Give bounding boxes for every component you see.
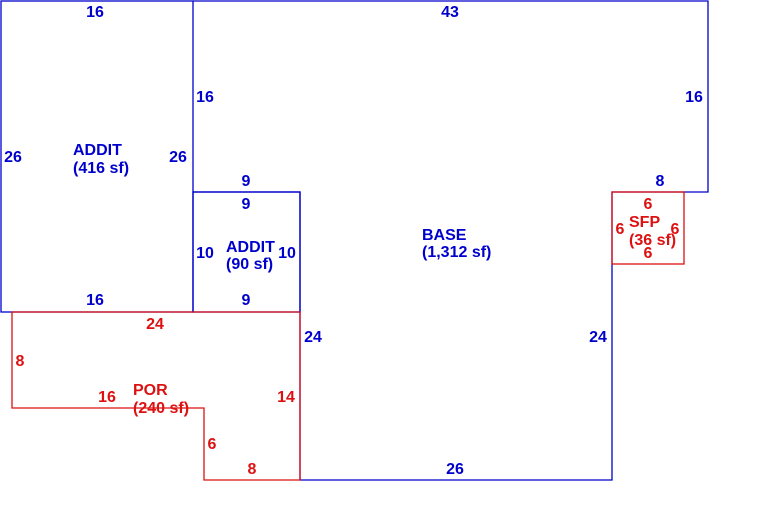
addit-small-left-dimension: 10 bbox=[196, 245, 214, 262]
por-top-dimension: 24 bbox=[146, 316, 164, 333]
addit-small-top-dimension: 9 bbox=[242, 173, 251, 190]
base-left-lower-dimension: 24 bbox=[304, 329, 322, 346]
sfp-right-dimension: 6 bbox=[671, 221, 680, 238]
sfp-outline bbox=[611, 191, 685, 265]
addit-small-area: (90 sf) bbox=[226, 256, 273, 273]
addit-large-right-dimension: 26 bbox=[169, 149, 187, 166]
addit-small-right-dimension: 10 bbox=[278, 245, 296, 262]
addit-large-bottom-dimension: 16 bbox=[86, 292, 104, 309]
por-outline bbox=[11, 311, 301, 481]
base-left-upper-dimension: 16 bbox=[196, 89, 214, 106]
sfp-top-dimension: 6 bbox=[644, 196, 653, 213]
por-area: (240 sf) bbox=[133, 400, 189, 417]
por-right-dimension: 14 bbox=[277, 389, 295, 406]
addit-large-area: (416 sf) bbox=[73, 160, 129, 177]
sfp-area: (36 sf) bbox=[629, 232, 676, 249]
base-name: BASE bbox=[422, 227, 467, 244]
addit-small-bottom-dimension: 9 bbox=[242, 292, 251, 309]
sfp-left-dimension: 6 bbox=[616, 221, 625, 238]
addit-small-name: ADDIT bbox=[226, 239, 275, 256]
base-right-lower-dimension: 24 bbox=[589, 329, 607, 346]
base-top-dimension: 43 bbox=[441, 4, 459, 21]
addit-small-inner-top-dimension: 9 bbox=[242, 196, 251, 213]
por-mid-horizontal-dimension: 16 bbox=[98, 389, 116, 406]
base-right-notch-dimension: 8 bbox=[656, 173, 665, 190]
addit-large-left-dimension: 26 bbox=[4, 149, 22, 166]
por-step-vertical-dimension: 6 bbox=[208, 436, 217, 453]
base-right-upper-dimension: 16 bbox=[685, 89, 703, 106]
por-name: POR bbox=[133, 382, 168, 399]
base-area: (1,312 sf) bbox=[422, 244, 491, 261]
por-left-dimension: 8 bbox=[16, 353, 25, 370]
base-bottom-dimension: 26 bbox=[446, 461, 464, 478]
addit-large-name: ADDIT bbox=[73, 142, 122, 159]
addit-large-top-dimension: 16 bbox=[86, 4, 104, 21]
sfp-name: SFP bbox=[629, 214, 660, 231]
por-bottom-dimension: 8 bbox=[248, 461, 257, 478]
sfp-bottom-dimension: 6 bbox=[644, 245, 653, 262]
